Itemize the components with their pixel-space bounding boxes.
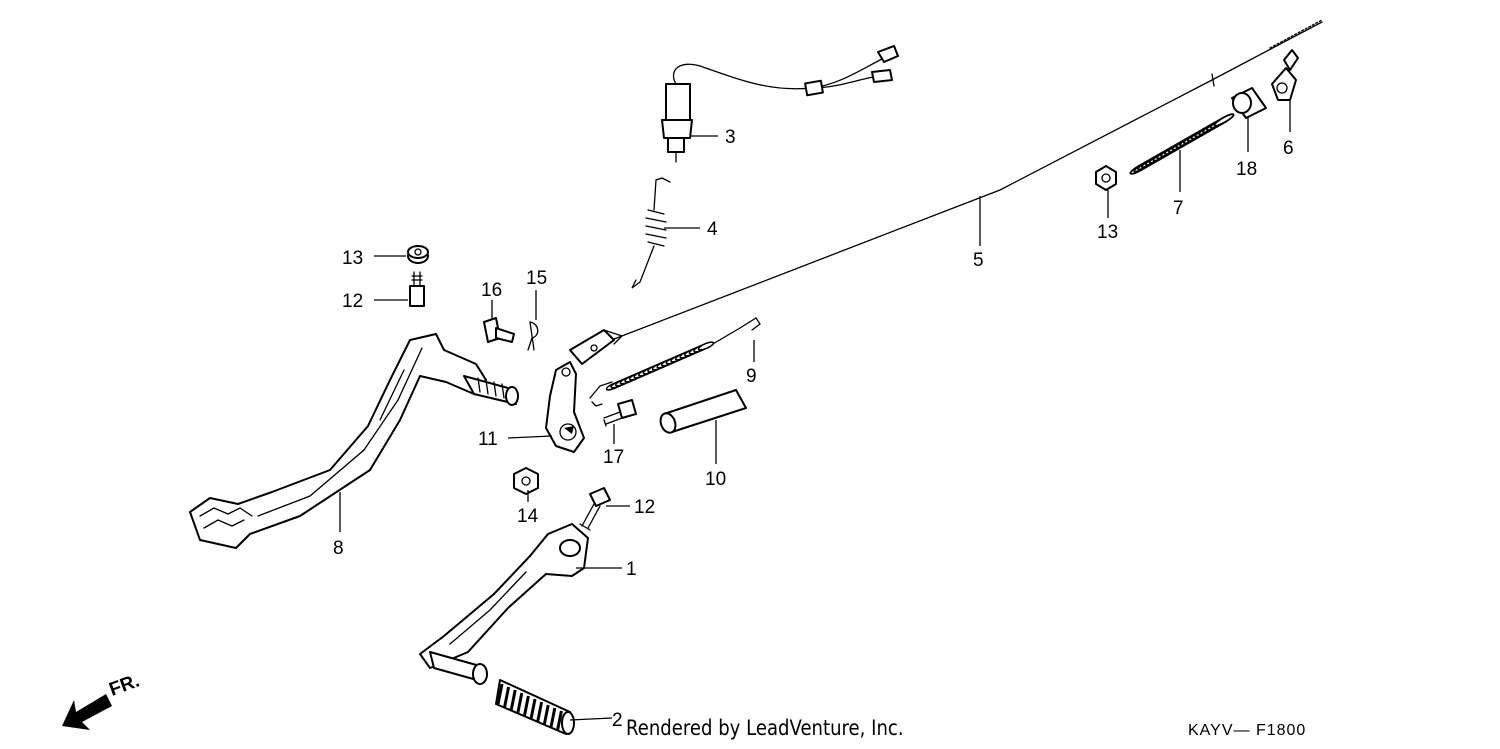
pedal-cover-tube[interactable] bbox=[658, 389, 747, 435]
pivot-pin[interactable] bbox=[483, 317, 515, 343]
step-nut[interactable] bbox=[513, 467, 539, 495]
brake-light-switch[interactable] bbox=[661, 45, 899, 163]
callout-4: 4 bbox=[707, 219, 718, 240]
rod-adjusting-nut[interactable] bbox=[1095, 165, 1117, 191]
brake-rod[interactable] bbox=[569, 19, 1323, 365]
rod-spring[interactable] bbox=[1129, 112, 1235, 175]
footpeg-rubber[interactable] bbox=[495, 679, 575, 735]
callout-17: 16 bbox=[481, 280, 502, 301]
callout-2: 2 bbox=[612, 710, 623, 731]
joint-collar[interactable] bbox=[1231, 87, 1267, 119]
step-bolt[interactable] bbox=[579, 487, 611, 531]
callout-6: 6 bbox=[1283, 138, 1294, 159]
brake-pedal[interactable] bbox=[189, 333, 519, 549]
cotter-pin[interactable] bbox=[527, 321, 539, 351]
switch-spring[interactable] bbox=[631, 177, 671, 289]
rod-joint[interactable] bbox=[1271, 49, 1299, 101]
callout-9: 9 bbox=[746, 366, 757, 387]
callout-3: 3 bbox=[725, 127, 736, 148]
pedal-nut[interactable] bbox=[407, 245, 429, 264]
callout-16: 18 bbox=[1236, 159, 1257, 180]
render-credit: Rendered by LeadVenture, Inc. bbox=[626, 716, 904, 740]
callout-8: 8 bbox=[333, 538, 344, 559]
front-direction-arrow: FR. bbox=[62, 670, 142, 730]
callout-7: 7 bbox=[1173, 198, 1184, 219]
callout-12-upper: 12 bbox=[342, 291, 363, 312]
callout-11: 11 bbox=[478, 429, 498, 450]
callout-15: 15 bbox=[526, 268, 547, 289]
front-indicator-text: FR. bbox=[107, 670, 143, 700]
callout-18: 17 bbox=[603, 447, 624, 468]
callout-1: 1 bbox=[626, 559, 637, 580]
callout-14: 14 bbox=[517, 506, 539, 527]
return-spring[interactable] bbox=[589, 317, 761, 407]
callout-5: 5 bbox=[973, 250, 984, 271]
diagram-code: KAYV— F1800 bbox=[1188, 722, 1307, 739]
callout-12-lower: 12 bbox=[634, 497, 655, 518]
pedal-bolt[interactable] bbox=[409, 271, 425, 307]
leader-lines bbox=[339, 100, 1291, 721]
brake-arm[interactable] bbox=[545, 361, 585, 453]
arm-bolt[interactable] bbox=[603, 399, 637, 427]
step-holder[interactable] bbox=[419, 523, 589, 685]
callout-10: 10 bbox=[705, 469, 726, 490]
callout-13-right: 13 bbox=[1097, 222, 1118, 243]
callout-13-left: 13 bbox=[342, 248, 363, 269]
callout-labels: 3 4 5 6 18 7 13 13 12 16 15 9 11 17 10 1… bbox=[333, 127, 1294, 731]
